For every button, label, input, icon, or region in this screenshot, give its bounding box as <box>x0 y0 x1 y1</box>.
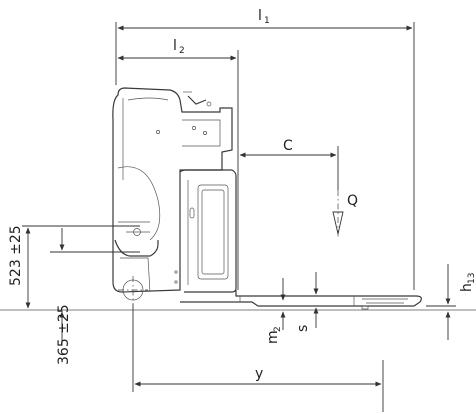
dim-523-label: 523 ±25 <box>8 225 24 286</box>
q-label: Q <box>347 193 358 209</box>
dimension-m2: m 2 <box>265 278 286 344</box>
dimension-y: y <box>132 304 384 412</box>
truck-outline <box>112 87 237 304</box>
load-arrow-icon <box>332 211 344 235</box>
l2-label: l <box>173 38 177 54</box>
dim-365-label: 365 ±25 <box>56 304 72 365</box>
dimension-l2: l 2 <box>117 38 239 290</box>
dimension-523: 523 ±25 <box>8 225 140 309</box>
dimension-h13: h 13 <box>426 264 476 340</box>
load-q: Q <box>332 190 358 238</box>
h13-label: h <box>459 283 475 292</box>
l1-subscript: 1 <box>264 16 270 26</box>
y-label: y <box>255 366 263 382</box>
forks <box>180 290 422 310</box>
dimension-s: s <box>295 272 319 332</box>
dimension-c: C <box>239 138 339 190</box>
dimension-365: 365 ±25 <box>50 228 140 365</box>
l1-label: l <box>258 8 262 24</box>
m2-label: m <box>265 330 281 344</box>
s-label: s <box>295 325 311 332</box>
c-label: C <box>283 138 293 154</box>
dimension-l1: l 1 <box>115 8 415 290</box>
l2-subscript: 2 <box>179 46 185 56</box>
m2-subscript: 2 <box>273 326 283 332</box>
h13-subscript: 13 <box>467 273 476 284</box>
